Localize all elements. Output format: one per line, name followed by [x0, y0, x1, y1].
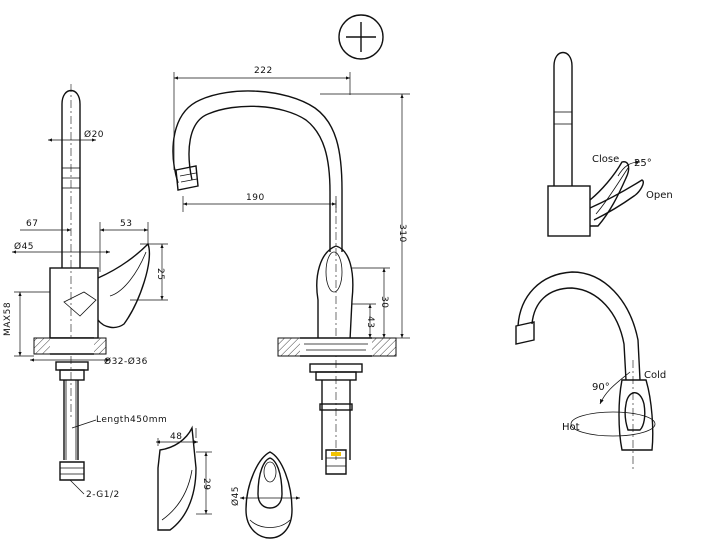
hot-cold-view: Cold 90° Hot	[515, 271, 666, 470]
dim-67-label: 67	[26, 219, 38, 229]
dim-43-label: 43	[365, 316, 375, 328]
dim-25-label: 25	[155, 268, 165, 280]
dim-30-label: 30	[379, 296, 389, 308]
angle-25-label: 25°	[634, 158, 652, 169]
dim-53-label: 53	[120, 219, 132, 229]
dim-310-label: 310	[397, 224, 407, 243]
cold-hot-symbol-icon	[338, 14, 384, 60]
dim-190-label: 190	[246, 193, 265, 203]
dim-48-label: 48	[170, 432, 182, 442]
dim-dia45-label: Ø45	[14, 241, 34, 252]
open-label: Open	[646, 190, 673, 201]
length-note-label: Length450mm	[96, 415, 167, 425]
dim-222-label: 222	[254, 66, 273, 76]
dim-max58-label: MAX58	[3, 302, 13, 336]
side-view: Ø20 67 53 Ø45 25 MAX58 Ø32-Ø36 Length450…	[3, 84, 168, 500]
top-view: Ø45	[230, 451, 300, 539]
angle-90-label: 90°	[592, 382, 610, 393]
handle-detail-view: 48 29	[156, 425, 212, 531]
thread-note-label: 2-G1/2	[86, 490, 120, 500]
open-close-view: Close 25° Open	[547, 51, 673, 237]
dim-top-dia45-label: Ø45	[230, 486, 241, 506]
dim-dia20-label: Ø20	[84, 129, 104, 140]
hot-label: Hot	[562, 422, 580, 433]
close-label: Close	[592, 154, 619, 165]
front-view: 222 190 310 30 43	[172, 66, 410, 475]
cold-label: Cold	[644, 370, 666, 381]
dim-hole-label: Ø32-Ø36	[104, 356, 148, 367]
dim-29-label: 29	[201, 478, 211, 490]
